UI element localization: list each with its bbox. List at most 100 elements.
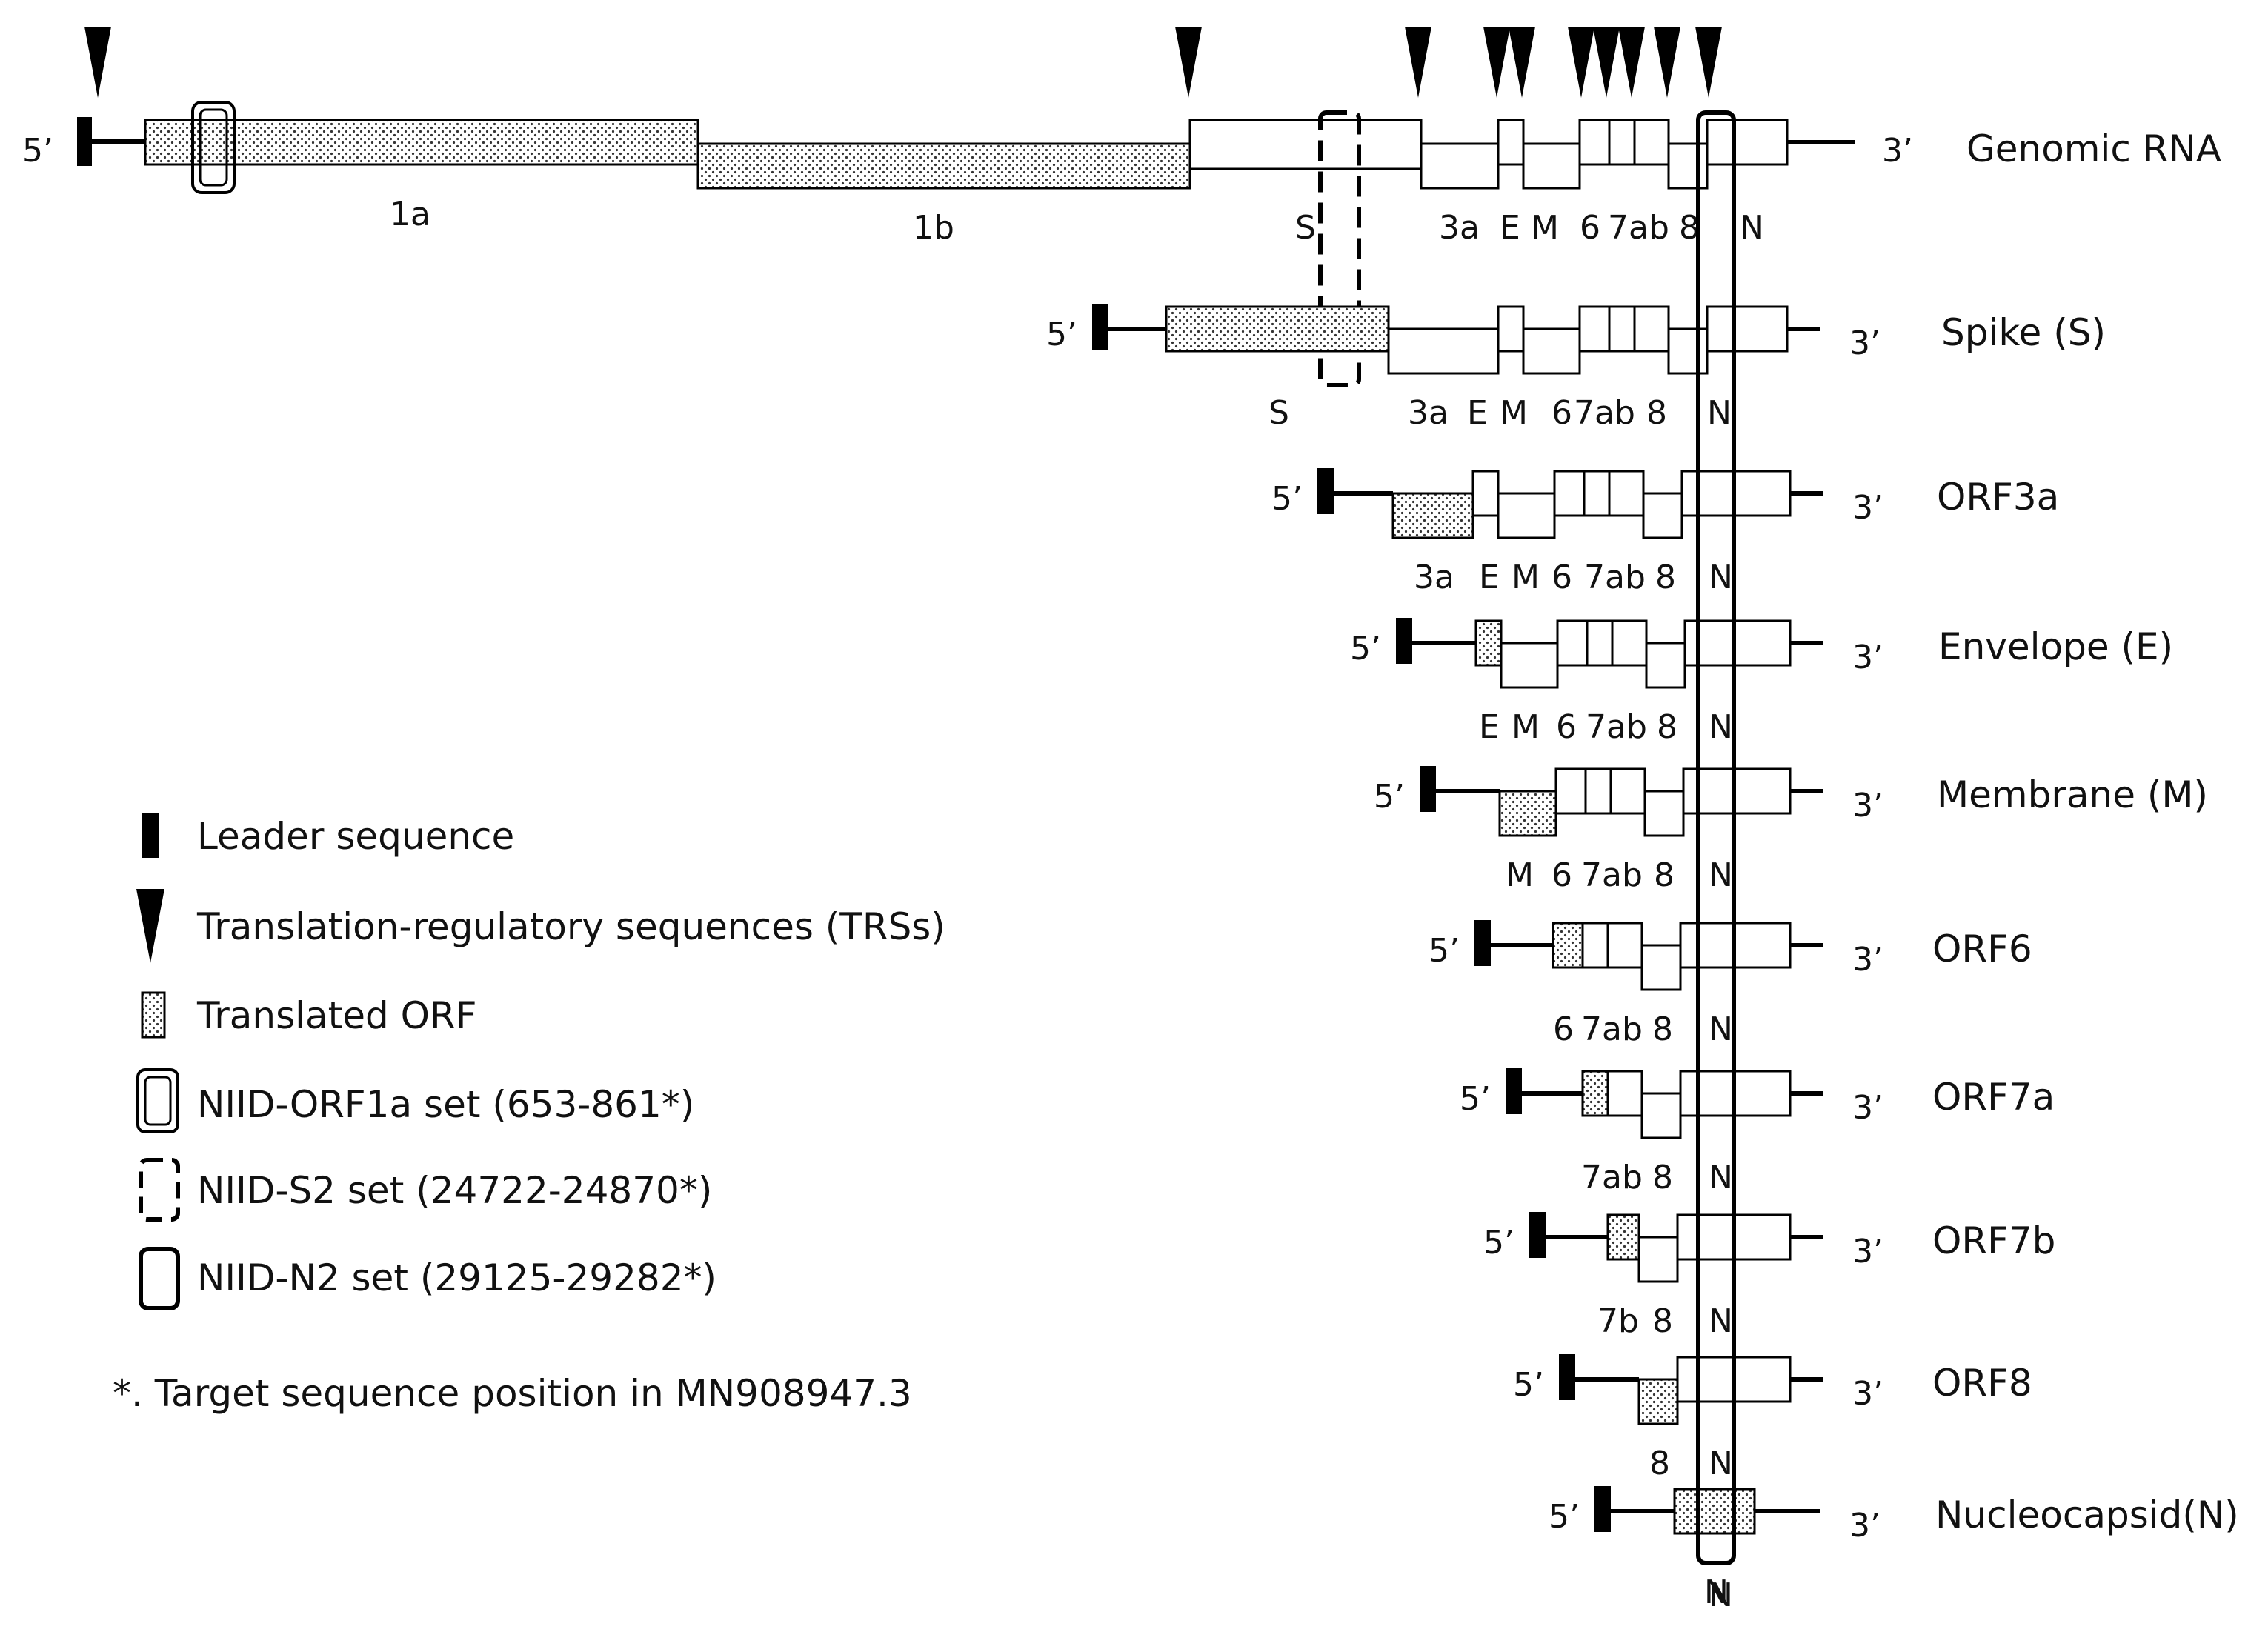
- orf-label: 6: [1553, 1010, 1574, 1048]
- orf-label: 8: [1657, 708, 1677, 746]
- trs-triangle: [1695, 27, 1722, 98]
- legend-leader: Leader sequence: [197, 815, 514, 858]
- trs-triangle: [1405, 27, 1431, 98]
- orf6-box: [1578, 119, 1611, 166]
- orf-label: N: [1709, 708, 1733, 746]
- orf-box: [1471, 470, 1500, 517]
- row-title: ORF3a: [1937, 476, 2059, 519]
- genomic-rna-row: 5’ 3’ Genomic RNA 1a 1b S 3a E M 6 7ab 8…: [22, 117, 2221, 247]
- orf-label: 6: [1552, 394, 1572, 432]
- orf-box: [1667, 327, 1709, 375]
- leader-block: [1317, 468, 1334, 514]
- legend-n2-set: NIID-N2 set (29125-29282*): [197, 1256, 716, 1299]
- orf-box: [1586, 619, 1614, 667]
- legend-s2-set: NIID-S2 set (24722-24870*): [197, 1169, 712, 1212]
- genomic-five-prime: 5’: [22, 132, 53, 170]
- trs-legend-icon: [136, 889, 164, 963]
- translated-orf-box: [1606, 1213, 1640, 1261]
- orf-box: [1497, 492, 1556, 539]
- orf-box: [1642, 492, 1683, 539]
- orf-box: [1633, 305, 1670, 353]
- orf-label: 8: [1649, 1445, 1670, 1482]
- orf-box: [1608, 470, 1645, 517]
- orf-box: [1637, 1236, 1679, 1283]
- orf-label: N: [1709, 1302, 1733, 1340]
- label-7ab: 7ab: [1608, 209, 1669, 247]
- subgenomic-row: 5’3’Nucleocapsid(N)N: [1549, 1486, 2239, 1614]
- row-title: ORF6: [1932, 927, 2032, 970]
- orf-label: E: [1479, 708, 1500, 746]
- orf-box: [1554, 767, 1587, 815]
- orf-box: [1556, 619, 1589, 667]
- translated-orf-box: [1673, 1488, 1756, 1535]
- orf-legend-icon: [141, 991, 166, 1039]
- row-title: ORF8: [1932, 1362, 2032, 1405]
- translated-orf-box: [1552, 922, 1584, 969]
- legend-orf1a-set: NIID-ORF1a set (653-861*): [197, 1083, 694, 1126]
- row-three-prime: 3’: [1852, 1375, 1883, 1413]
- orf-label: 8: [1646, 394, 1667, 432]
- trs-triangle: [1175, 27, 1202, 98]
- orf-box: [1640, 944, 1682, 991]
- orf-label: E: [1479, 559, 1500, 596]
- orf-label: M: [1500, 394, 1528, 432]
- genomic-title: Genomic RNA: [1966, 127, 2221, 170]
- orf-box: [1611, 619, 1648, 667]
- leader-block: [1092, 304, 1108, 350]
- row-five-prime: 5’: [1271, 480, 1303, 518]
- orf-box: [1522, 327, 1581, 375]
- leader-block: [1396, 618, 1412, 664]
- orf-label: 3a: [1414, 559, 1454, 596]
- orf-label: 6: [1556, 708, 1577, 746]
- row-three-prime: 3’: [1852, 1089, 1883, 1127]
- row-three-prime: 3’: [1849, 324, 1880, 362]
- n2-set-legend-icon: [139, 1247, 180, 1310]
- leader-legend-icon: [142, 813, 159, 858]
- orf-label: N: [1707, 394, 1732, 432]
- leader-block: [1420, 766, 1436, 812]
- label-6: 6: [1580, 209, 1600, 247]
- row-title: ORF7a: [1932, 1076, 2055, 1119]
- orf-label: 7ab: [1586, 708, 1647, 746]
- e-box: [1497, 119, 1525, 166]
- orf-label: 6: [1552, 559, 1572, 596]
- row-five-prime: 5’: [1513, 1366, 1544, 1404]
- row-five-prime: 5’: [1350, 630, 1381, 667]
- orf-box: [1497, 305, 1525, 353]
- translated-orf-box: [1498, 790, 1557, 837]
- trs-markers: [84, 27, 1722, 98]
- orf-label: 7ab: [1574, 394, 1635, 432]
- orf-label: 7b: [1597, 1302, 1639, 1340]
- label-1b: 1b: [913, 209, 954, 247]
- n2-set-outline: [1696, 110, 1736, 1565]
- orf-label: 8: [1655, 559, 1676, 596]
- translated-orf-box: [1581, 1070, 1609, 1117]
- label-e: E: [1500, 209, 1520, 247]
- label-n: N: [1740, 209, 1764, 247]
- orf-label: 7ab: [1581, 1159, 1643, 1196]
- label-1a: 1a: [390, 196, 430, 233]
- orf1a-set-outline: [191, 101, 236, 194]
- row-five-prime: 5’: [1549, 1498, 1580, 1536]
- genomic-three-prime: 3’: [1882, 132, 1913, 170]
- orf-label: 6: [1552, 856, 1572, 894]
- trs-triangle: [1654, 27, 1680, 98]
- orf-box: [1578, 305, 1611, 353]
- orf-label: 8: [1654, 856, 1675, 894]
- orf-box: [1682, 767, 1792, 815]
- row-title: Envelope (E): [1938, 625, 2173, 668]
- label-3a: 3a: [1439, 209, 1480, 247]
- orf-label: 7ab: [1581, 1010, 1643, 1048]
- orf-box: [1645, 642, 1686, 689]
- label-m: M: [1531, 209, 1559, 247]
- orf-box: [1387, 327, 1500, 375]
- orf-label: M: [1506, 856, 1534, 894]
- orf-box: [1606, 922, 1643, 969]
- orf-label: N: [1709, 559, 1733, 596]
